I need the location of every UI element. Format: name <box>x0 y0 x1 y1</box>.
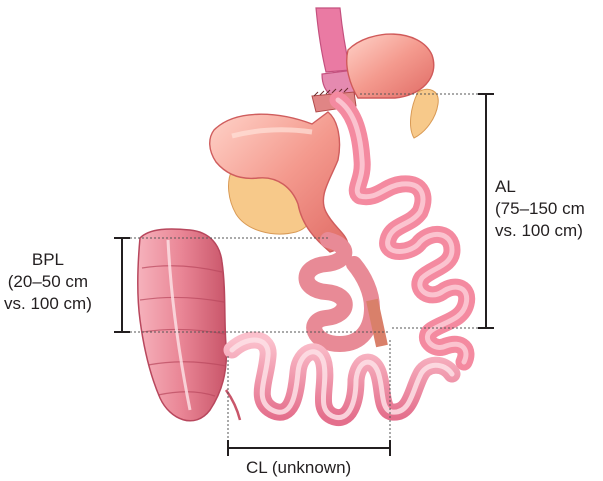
biliopancreatic-limb <box>307 240 373 344</box>
al-label: AL (75–150 cm vs. 100 cm) <box>495 176 585 242</box>
bpl-label-line1: BPL <box>4 249 92 271</box>
al-label-line2: (75–150 cm <box>495 198 585 220</box>
al-label-line1: AL <box>495 176 585 198</box>
cl-label: CL (unknown) <box>246 457 351 479</box>
al-label-line3: vs. 100 cm) <box>495 220 585 242</box>
cl-label-line1: CL (unknown) <box>246 457 351 479</box>
pancreas <box>411 89 439 138</box>
colon <box>138 229 240 421</box>
bpl-label-line2: (20–50 cm <box>4 271 92 293</box>
bpl-label-line3: vs. 100 cm) <box>4 293 92 315</box>
alimentary-limb <box>338 100 467 362</box>
bpl-label: BPL (20–50 cm vs. 100 cm) <box>4 249 92 315</box>
